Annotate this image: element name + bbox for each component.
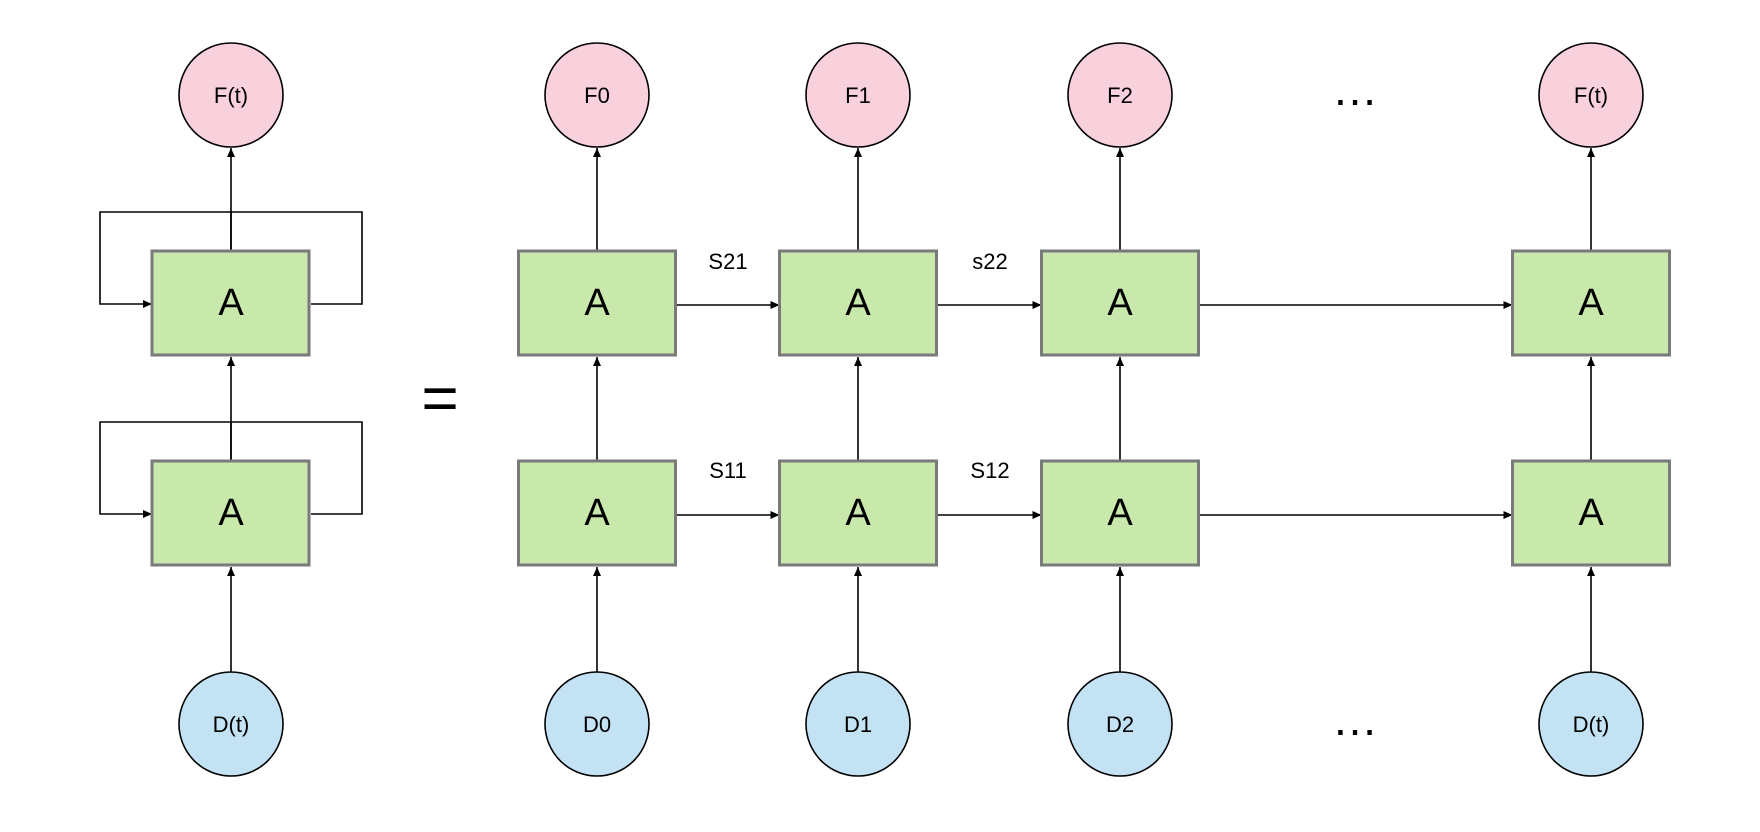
bottom-cell [517, 459, 677, 567]
folded-output-node [178, 42, 284, 148]
output-label: F1 [845, 83, 871, 108]
folded-input-label: D(t) [213, 712, 250, 737]
state-label-s21: S21 [708, 249, 747, 274]
input-label: D0 [583, 712, 611, 737]
unrolled-network: F0A A D0 F1A A D1 F2A A D2 F(t) A A D(t) [517, 42, 1671, 777]
bottom-cell-label: A [845, 492, 871, 534]
output-node [805, 42, 911, 148]
input-node [1538, 671, 1644, 777]
state-label-s12: S12 [970, 458, 1009, 483]
top-cell [778, 249, 938, 357]
bottom-cell [778, 459, 938, 567]
input-label: D2 [1106, 712, 1134, 737]
bottom-cell [1040, 459, 1200, 567]
top-cell-label: A [845, 282, 871, 324]
state-label-s11: S11 [709, 458, 747, 483]
equals-sign: = [421, 362, 458, 434]
ellipsis-top: … [1332, 63, 1378, 115]
top-loop-return [231, 211, 363, 305]
input-label: D1 [844, 712, 872, 737]
output-node [1538, 42, 1644, 148]
folded-network: F(t) A A D(t) [99, 42, 363, 777]
folded-input-node [178, 671, 284, 777]
top-cell-label: A [1107, 282, 1133, 324]
input-label: D(t) [1573, 712, 1610, 737]
state-label-s22: s22 [972, 249, 1007, 274]
input-node [805, 671, 911, 777]
top-cell [517, 249, 677, 357]
output-node [1067, 42, 1173, 148]
top-cell [1511, 249, 1671, 357]
top-cell [1040, 249, 1200, 357]
input-node [544, 671, 650, 777]
folded-bottom-cell-label: A [218, 492, 244, 534]
output-label: F0 [584, 83, 610, 108]
folded-output-label: F(t) [214, 83, 248, 108]
output-node [544, 42, 650, 148]
folded-top-cell [150, 249, 311, 357]
folded-bottom-cell [150, 459, 311, 567]
bottom-cell-label: A [1578, 492, 1604, 534]
bottom-cell-label: A [584, 492, 610, 534]
output-label: F(t) [1574, 83, 1608, 108]
input-node [1067, 671, 1173, 777]
top-cell-label: A [1578, 282, 1604, 324]
output-label: F2 [1107, 83, 1133, 108]
top-cell-label: A [584, 282, 610, 324]
bottom-loop-return [231, 421, 363, 515]
ellipsis-bottom: … [1332, 693, 1378, 745]
bottom-cell [1511, 459, 1671, 567]
folded-top-cell-label: A [218, 282, 244, 324]
bottom-cell-label: A [1107, 492, 1133, 534]
